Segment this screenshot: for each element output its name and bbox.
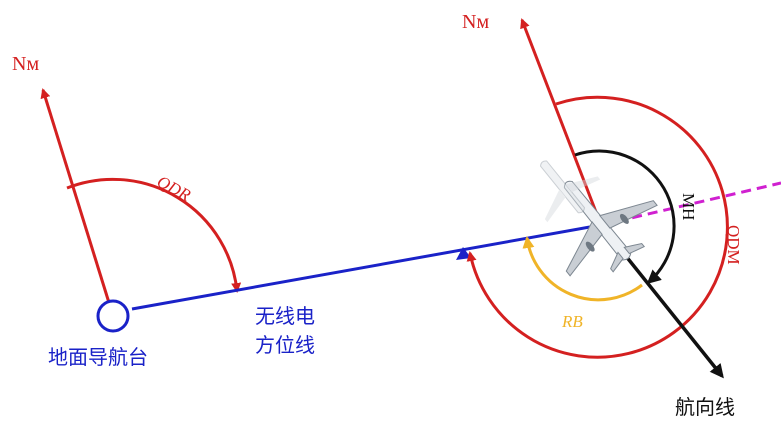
qdr-arc (66, 177, 242, 293)
radial-line-label-1: 无线电 (255, 304, 315, 328)
mh-label: MH (679, 193, 698, 220)
qdr-label: QDR (154, 172, 194, 205)
mh-arc (574, 149, 676, 285)
north-arrow-station (40, 88, 112, 307)
radial-line-label-2: 方位线 (255, 333, 315, 357)
aircraft-shadow-icon (539, 160, 601, 223)
rb-arc (522, 236, 643, 302)
heading-line-label: 航向线 (675, 395, 735, 419)
ground-station-label: 地面导航台 (48, 345, 148, 369)
radio-bearing-line (131, 223, 602, 311)
qdm-arc (466, 95, 729, 359)
magnetic-north-label-aircraft: Nм (462, 11, 489, 33)
aircraft-icon (563, 180, 658, 277)
rb-label: RB (561, 312, 583, 331)
ground-station-icon (96, 299, 130, 333)
north-arrow-aircraft (520, 18, 603, 226)
magnetic-north-label-station: Nм (12, 53, 39, 75)
qdm-label: QDM (724, 225, 743, 265)
